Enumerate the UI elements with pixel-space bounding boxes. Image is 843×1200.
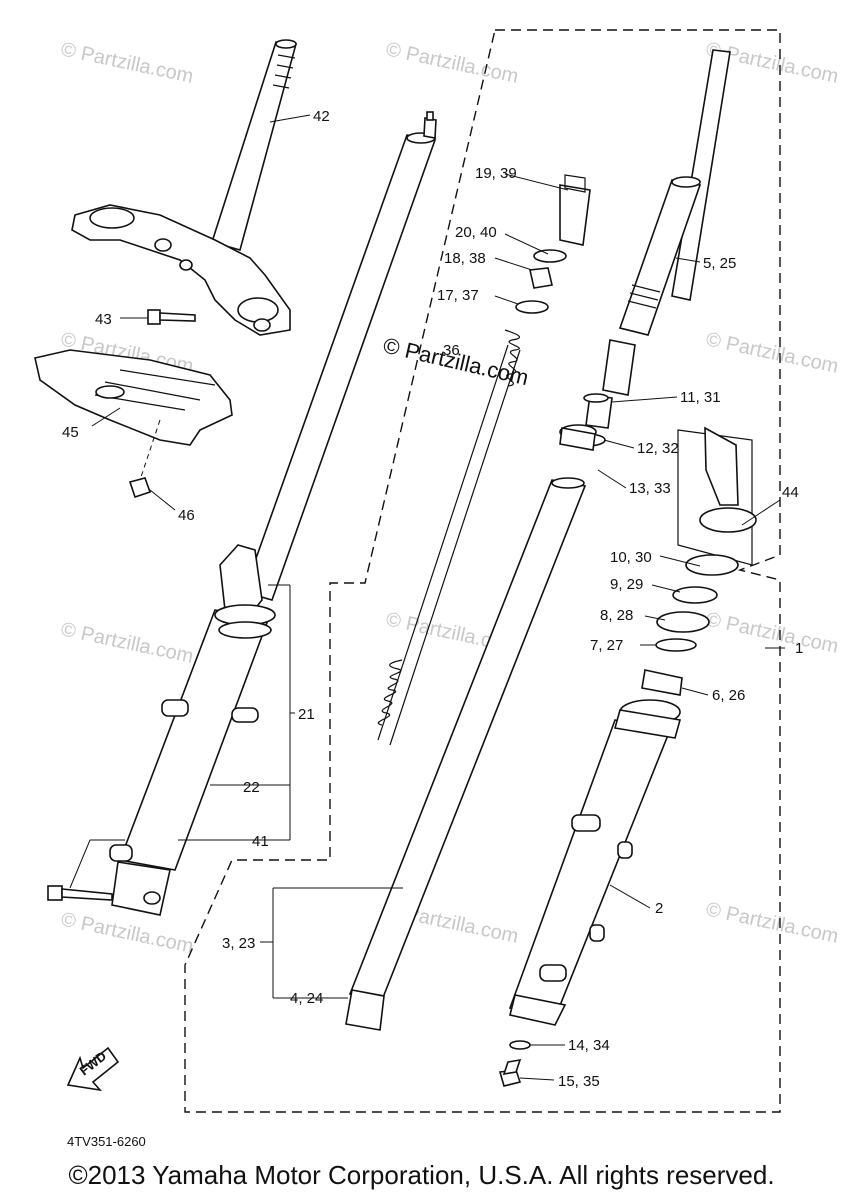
left-fork-inner-tube [242, 111, 437, 601]
callout-5-25: 5, 25 [703, 255, 736, 272]
leader-lines [69, 114, 785, 1081]
right-outer-tube [508, 699, 682, 1026]
callout-12-32: 12, 32 [637, 440, 679, 457]
cover-45 [34, 349, 233, 446]
watermark-text: © Partzilla.com [704, 898, 840, 948]
callout-20-40: 20, 40 [455, 224, 497, 241]
bolt-43 [147, 309, 196, 325]
callout-labels: 42 43 45 46 19, 39 20, 40 18, 38 17, 37 … [62, 108, 803, 1090]
right-seals [641, 426, 757, 696]
callout-11-31: 11, 31 [680, 389, 721, 406]
left-outer-tube [109, 544, 276, 916]
callout-3-23: 3, 23 [222, 935, 255, 952]
watermark-text: © Partzilla.com [384, 38, 520, 88]
callout-18-38: 18, 38 [444, 250, 486, 267]
callout-36: 36 [443, 342, 460, 359]
callout-10-30: 10, 30 [610, 549, 652, 566]
bolt-41 [47, 885, 113, 901]
callout-13-33: 13, 33 [629, 480, 671, 497]
callout-9-29: 9, 29 [610, 576, 643, 593]
fork-cap-bolt [515, 174, 591, 314]
diagram-code: 4TV351-6260 [67, 1134, 146, 1149]
bottom-bolt-right [498, 1040, 531, 1087]
callout-45: 45 [62, 424, 79, 441]
copyright-notice: ©2013 Yamaha Motor Corporation, U.S.A. A… [68, 1160, 775, 1190]
damper-rod [618, 49, 731, 336]
watermark-text: © Partzilla.com [59, 618, 195, 668]
watermark-text: © Partzilla.com [59, 38, 195, 88]
exploded-parts-diagram: © Partzilla.com © Partzilla.com © Partzi… [34, 29, 840, 1149]
callout-22: 22 [243, 779, 260, 796]
watermark-text: © Partzilla.com [704, 608, 840, 658]
callout-6-26: 6, 26 [712, 687, 745, 704]
callout-15-35: 15, 35 [558, 1073, 600, 1090]
forward-arrow-icon: FWD [66, 1046, 120, 1092]
callout-19-39: 19, 39 [475, 165, 517, 182]
callout-2: 2 [655, 900, 663, 917]
callout-21: 21 [298, 706, 315, 723]
right-inner-tube [345, 477, 587, 1031]
part-44-boundary [677, 429, 753, 566]
callout-46: 46 [178, 507, 195, 524]
callout-42: 42 [313, 108, 330, 125]
callout-44: 44 [782, 484, 799, 501]
callout-17-37: 17, 37 [437, 287, 479, 304]
bolt-46 [128, 419, 161, 499]
watermark-text: © Partzilla.com [704, 328, 840, 378]
fork-spring [377, 329, 521, 746]
watermark-text: © Partzilla.com [59, 908, 195, 958]
callout-8-28: 8, 28 [600, 607, 633, 624]
steering-stem [210, 39, 298, 251]
callout-14-34: 14, 34 [568, 1037, 610, 1054]
callout-41: 41 [252, 833, 269, 850]
callout-4-24: 4, 24 [290, 990, 323, 1007]
callout-1: 1 [795, 640, 803, 657]
under-bracket [71, 204, 291, 336]
callout-7-27: 7, 27 [590, 637, 623, 654]
callout-43: 43 [95, 311, 112, 328]
assembly-boundary [184, 29, 781, 1113]
right-small-parts [559, 339, 636, 451]
